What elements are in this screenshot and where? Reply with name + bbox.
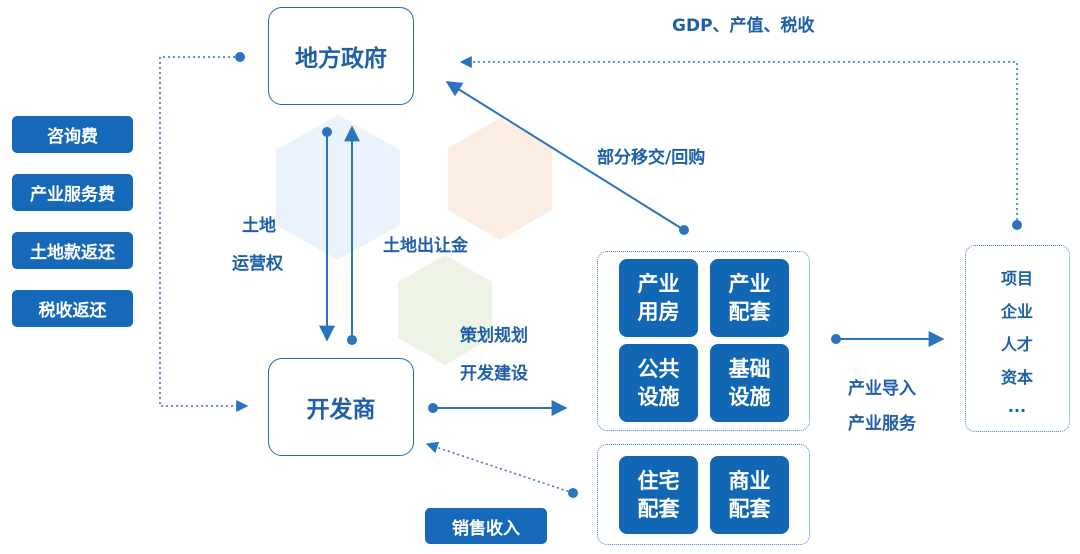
resource-item-capital: 资本 [1000,368,1033,387]
tile-industrial-support: 产业 配套 [710,259,789,337]
local-government-node: 地方政府 [268,7,414,105]
developer-label: 开发商 [306,397,376,423]
industry-service-label: 产业服务 [848,414,916,434]
gdp-tax-label: GDP、产值、税收 [672,16,815,36]
land-grant-fee-label: 土地出让金 [383,236,468,256]
tile-infrastructure: 基础 设施 [710,344,789,422]
industry-import-label: 产业导入 [848,379,916,399]
resource-item-project: 项目 [1000,269,1033,288]
fee-pill-consulting: 咨询费 [12,116,133,153]
resource-item-talent: 人才 [1000,335,1033,354]
tile-residential-support: 住宅 配套 [619,456,698,534]
planning-label: 策划规划 [460,326,528,346]
fee-pill-land-refund: 土地款返还 [12,232,133,269]
industry-facilities-group [597,251,810,431]
resources-group [965,245,1070,432]
resource-item-more: ... [1007,397,1027,416]
resource-item-enterprise: 企业 [1000,302,1033,321]
land-label: 土地 [242,216,276,236]
tile-commercial-support: 商业 配套 [710,456,789,534]
transfer-buyback-label: 部分移交/回购 [597,148,706,168]
sales-revenue-pill: 销售收入 [425,508,547,544]
tile-public-facilities: 公共 设施 [619,344,698,422]
fee-pill-tax-refund: 税收返还 [12,290,133,327]
residential-commercial-group [597,444,810,545]
operating-rights-label: 运营权 [232,254,283,274]
local-government-label: 地方政府 [295,46,387,72]
tile-industrial-housing: 产业 用房 [619,259,698,337]
developer-node: 开发商 [268,358,414,456]
fee-pill-industry-service: 产业服务费 [12,174,133,211]
development-label: 开发建设 [460,364,528,384]
